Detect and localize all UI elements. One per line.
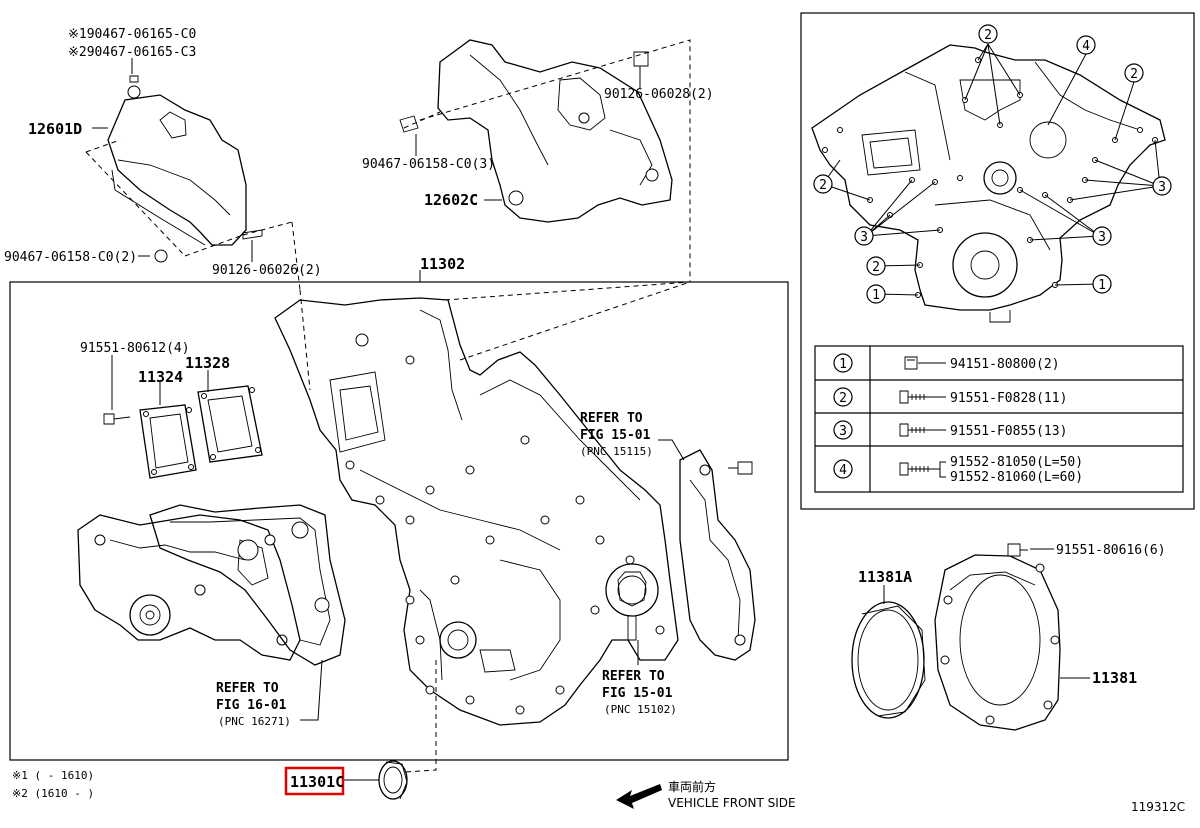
label-11328[interactable]: 11328 <box>185 354 230 372</box>
ref1-line3[interactable]: (PNC 15115) <box>580 445 653 458</box>
bolt-91551-80612 <box>103 413 131 425</box>
ref1-line1[interactable]: REFER TO <box>580 411 643 426</box>
label-11381[interactable]: 11381 <box>1092 669 1137 687</box>
callout-label: 3 <box>860 230 868 245</box>
figure-id: 119312C <box>1131 800 1185 814</box>
note-1-part[interactable]: ※1904​67-06165-C0 <box>68 27 196 42</box>
callout-1-right <box>1092 274 1112 294</box>
label-91551-80616[interactable]: 91551-80616(6) <box>1056 543 1166 558</box>
legend-num-1: 1 <box>839 357 847 372</box>
engine-outline <box>811 44 1166 323</box>
callout-2-right <box>1124 63 1144 83</box>
gasket-11328[interactable] <box>197 385 263 463</box>
callout-2-low <box>866 256 886 276</box>
oil-seal-11301c[interactable] <box>378 760 408 800</box>
bolt-location-frame <box>800 12 1195 510</box>
cover-12602c[interactable] <box>399 39 673 223</box>
callout-label: 1 <box>872 288 880 303</box>
gasket-11324[interactable] <box>139 404 197 479</box>
callout-label: 2 <box>984 28 992 43</box>
label-90126-06028[interactable]: 90126-06028(2) <box>604 87 714 102</box>
callout-4-top <box>978 24 998 44</box>
callout-label: 3 <box>1098 230 1106 245</box>
callout-label: 2 <box>819 178 827 193</box>
callout-3-right <box>1152 176 1172 196</box>
callout-3-left <box>854 226 874 246</box>
callout-4b <box>1076 35 1096 55</box>
legend-num-3: 3 <box>839 424 847 439</box>
callout-label: 2 <box>872 260 880 275</box>
ref3-line1[interactable]: REFER TO <box>216 681 279 696</box>
bolt-91551-80616 <box>1007 543 1028 557</box>
footnote-2: ※2 (1610 - ) <box>12 787 94 800</box>
note-2-part[interactable]: ※2904​67-06165-C3 <box>68 45 196 60</box>
ref3-line3[interactable]: (PNC 16271) <box>218 715 291 728</box>
retainer-11381[interactable] <box>934 554 1061 731</box>
water-pump[interactable] <box>77 514 301 661</box>
ref2-line2[interactable]: FIG 15-01 <box>602 686 673 701</box>
highlight-box-11301c <box>284 766 345 796</box>
label-12602c[interactable]: 12602C <box>424 191 478 209</box>
label-90467-06158-c0-3[interactable]: 90467-06158-C0(3) <box>362 157 495 172</box>
callout-3-right-low <box>1092 226 1112 246</box>
legend-num-4: 4 <box>839 463 847 478</box>
stud-90126-06026 <box>242 229 263 240</box>
legend-code-1[interactable]: 94151-80800(2) <box>950 357 1060 372</box>
ref2-line3[interactable]: (PNC 15102) <box>604 703 677 716</box>
footnote-1: ※1 ( - 1610) <box>12 769 94 782</box>
legend-num-2: 2 <box>839 391 847 406</box>
direction-en: VEHICLE FRONT SIDE <box>668 796 796 810</box>
callout-1-left <box>866 284 886 304</box>
callout-2-left <box>813 174 833 194</box>
label-90126-06026[interactable]: 90126-06026(2) <box>212 263 322 278</box>
label-11301c[interactable]: 11301C <box>290 773 344 791</box>
direction-jp: 車両前方 <box>668 779 716 794</box>
ref2-line1[interactable]: REFER TO <box>602 669 665 684</box>
callout-label: 4 <box>1082 39 1090 54</box>
bracket-12601d[interactable] <box>107 75 247 263</box>
legend-code-4b[interactable]: 91552-81060(L=60) <box>950 470 1083 485</box>
bolt-legend-table <box>814 345 1184 493</box>
water-pump-gasket[interactable] <box>149 504 346 666</box>
label-11381a[interactable]: 11381A <box>858 568 912 586</box>
label-91551-80612[interactable]: 91551-80612(4) <box>80 341 190 356</box>
label-90467-06158-c0-2[interactable]: 90467-06158-C0(2) <box>4 250 137 265</box>
legend-code-4a[interactable]: 91552-81050(L=50) <box>950 455 1083 470</box>
ref3-line2[interactable]: FIG 16-01 <box>216 698 287 713</box>
legend-code-3[interactable]: 91551-F0855(13) <box>950 424 1067 439</box>
callout-label: 1 <box>1098 278 1106 293</box>
label-11324[interactable]: 11324 <box>138 368 183 386</box>
label-11302[interactable]: 11302 <box>420 255 465 273</box>
callout-label: 3 <box>1158 180 1166 195</box>
label-12601d[interactable]: 12601D <box>28 120 82 138</box>
legend-code-2[interactable]: 91551-F0828(11) <box>950 391 1067 406</box>
timing-cover-11302[interactable] <box>274 297 679 726</box>
housing-right[interactable] <box>679 449 756 661</box>
front-arrow-icon <box>616 784 662 809</box>
ref1-line2[interactable]: FIG 15-01 <box>580 428 651 443</box>
main-assembly-frame <box>9 281 789 761</box>
callout-label: 2 <box>1130 67 1138 82</box>
oil-seal-11381a[interactable] <box>851 601 926 719</box>
